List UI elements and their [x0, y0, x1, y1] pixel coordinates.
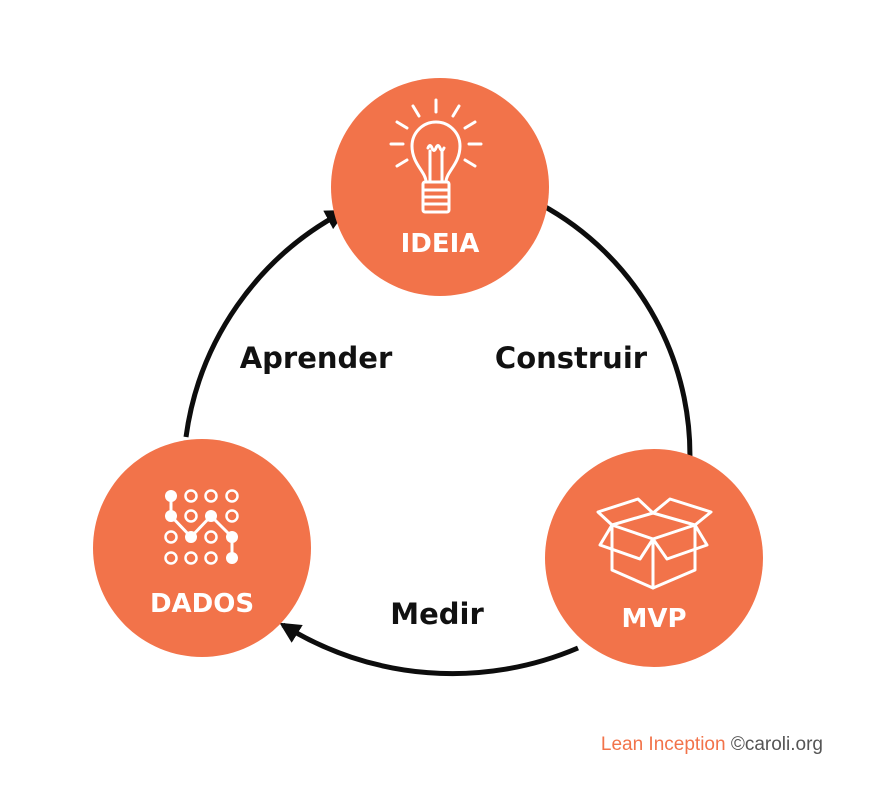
node-label-ideia: IDEIA	[401, 229, 480, 259]
credit-brand: Lean Inception	[600, 734, 726, 755]
box-icon	[596, 497, 713, 590]
arrow-aprender	[183, 209, 347, 438]
node-label-dados: DADOS	[150, 589, 254, 619]
arrow-construir	[538, 201, 701, 483]
data-grid-icon	[164, 489, 239, 565]
node-dados: DADOS	[93, 439, 311, 657]
edge-label-construir: Construir	[495, 341, 648, 375]
lightbulb-icon	[389, 98, 483, 214]
edge-label-medir: Medir	[390, 597, 484, 631]
credit-line: Lean Inception ©caroli.org	[601, 734, 823, 756]
node-ideia: IDEIA	[331, 78, 549, 296]
arrow-medir	[279, 622, 579, 677]
edge-label-aprender: Aprender	[240, 341, 393, 375]
node-label-mvp: MVP	[621, 604, 686, 634]
credit-site: ©caroli.org	[730, 734, 823, 755]
node-mvp: MVP	[545, 449, 763, 667]
